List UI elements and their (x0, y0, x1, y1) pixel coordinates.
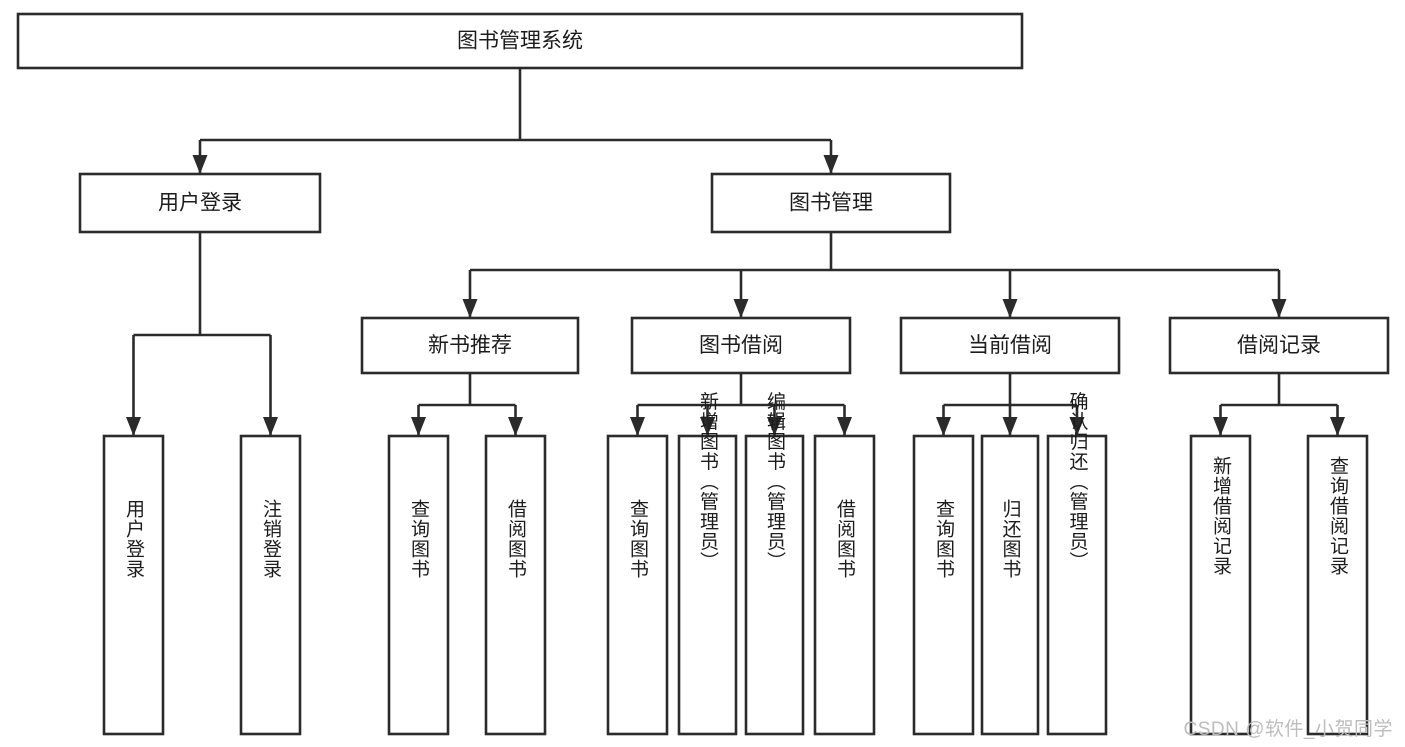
node-leaf-borrow-book-1[interactable]: 借阅图书 (484, 434, 547, 736)
node-label-leaf-confirm-return: 确认归还（管理员） (1067, 391, 1089, 571)
arrow-head-icon (823, 155, 839, 174)
arrow-head-icon (1213, 417, 1228, 436)
node-book-borrow[interactable]: 图书借阅 (630, 316, 852, 375)
arrow-head-icon (1069, 417, 1085, 436)
arrow-head-icon (508, 417, 523, 436)
node-label-user-login: 用户登录 (158, 192, 242, 215)
node-current-borrow[interactable]: 当前借阅 (899, 316, 1121, 375)
arrow-head-icon (263, 417, 278, 436)
node-box-leaf-return-book[interactable] (980, 434, 1040, 736)
node-leaf-user-logout[interactable]: 注销登录 (239, 434, 302, 736)
arrow-head-icon (1002, 299, 1018, 318)
arrow-head-icon (1002, 417, 1018, 436)
node-box-leaf-user-login[interactable] (102, 434, 165, 736)
node-box-book-borrow[interactable] (630, 316, 852, 375)
node-leaf-add-record[interactable]: 新增借阅记录 (1189, 434, 1252, 736)
node-box-root[interactable] (16, 12, 1024, 70)
node-leaf-query-book-2[interactable]: 查询图书 (606, 434, 669, 736)
node-label-new-book-recommend: 新书推荐 (428, 334, 512, 357)
node-box-leaf-user-logout[interactable] (239, 434, 302, 736)
arrow-head-icon (837, 417, 852, 436)
node-label-leaf-borrow-book-2: 借阅图书 (834, 499, 856, 579)
node-box-leaf-query-record[interactable] (1306, 434, 1369, 736)
node-label-leaf-query-book-2: 查询图书 (627, 499, 649, 579)
arrow-head-icon (700, 417, 715, 436)
arrow-head-icon (1271, 299, 1287, 318)
node-leaf-return-book[interactable]: 归还图书 (980, 434, 1040, 736)
node-label-leaf-user-logout: 注销登录 (260, 499, 282, 579)
node-label-root: 图书管理系统 (457, 30, 583, 53)
arrow-head-icon (767, 417, 782, 436)
node-label-leaf-user-login: 用户登录 (123, 499, 145, 579)
arrow-head-icon (1330, 417, 1345, 436)
node-leaf-borrow-book-2[interactable]: 借阅图书 (813, 434, 876, 736)
node-box-leaf-borrow-book-2[interactable] (813, 434, 876, 736)
node-label-leaf-borrow-book-1: 借阅图书 (505, 499, 527, 579)
arrow-head-icon (411, 417, 426, 436)
node-leaf-user-login[interactable]: 用户登录 (102, 434, 165, 736)
arrow-head-icon (126, 417, 141, 436)
node-box-leaf-query-book-2[interactable] (606, 434, 669, 736)
nodes-layer: 图书管理系统用户登录图书管理新书推荐图书借阅当前借阅借阅记录用户登录注销登录查询… (16, 12, 1390, 736)
node-leaf-query-book-1[interactable]: 查询图书 (387, 434, 450, 736)
node-box-user-login[interactable] (78, 172, 322, 234)
node-label-leaf-add-record: 新增借阅记录 (1210, 456, 1232, 576)
edges-layer (126, 68, 1345, 436)
node-box-leaf-borrow-book-1[interactable] (484, 434, 547, 736)
arrow-head-icon (936, 417, 951, 436)
node-box-borrow-record[interactable] (1168, 316, 1390, 375)
node-label-leaf-query-record: 查询借阅记录 (1327, 456, 1349, 576)
node-book-manage[interactable]: 图书管理 (710, 172, 952, 234)
node-box-book-manage[interactable] (710, 172, 952, 234)
arrow-head-icon (192, 155, 208, 174)
node-box-new-book-recommend[interactable] (360, 316, 580, 375)
node-box-leaf-add-book[interactable] (677, 434, 738, 736)
node-box-current-borrow[interactable] (899, 316, 1121, 375)
node-leaf-query-record[interactable]: 查询借阅记录 (1306, 434, 1369, 736)
node-box-leaf-add-record[interactable] (1189, 434, 1252, 736)
node-label-current-borrow: 当前借阅 (968, 334, 1052, 357)
node-label-borrow-record: 借阅记录 (1237, 334, 1321, 357)
node-box-leaf-edit-book[interactable] (744, 434, 805, 736)
node-label-leaf-query-book-3: 查询图书 (933, 499, 955, 579)
node-new-book-recommend[interactable]: 新书推荐 (360, 316, 580, 375)
node-label-leaf-return-book: 归还图书 (1000, 499, 1022, 579)
arrow-head-icon (462, 299, 478, 318)
node-box-leaf-confirm-return[interactable] (1046, 434, 1108, 736)
node-label-leaf-add-book: 新增图书（管理员） (697, 391, 719, 571)
node-label-book-manage: 图书管理 (789, 192, 873, 215)
node-label-leaf-edit-book: 编辑图书（管理员） (764, 391, 786, 571)
node-label-leaf-query-book-1: 查询图书 (408, 499, 430, 579)
arrow-head-icon (630, 417, 645, 436)
node-root[interactable]: 图书管理系统 (16, 12, 1024, 70)
node-leaf-edit-book[interactable]: 编辑图书（管理员） (744, 391, 805, 736)
node-leaf-confirm-return[interactable]: 确认归还（管理员） (1046, 391, 1108, 736)
node-box-leaf-query-book-1[interactable] (387, 434, 450, 736)
node-leaf-query-book-3[interactable]: 查询图书 (912, 434, 975, 736)
node-leaf-add-book[interactable]: 新增图书（管理员） (677, 391, 738, 736)
node-label-book-borrow: 图书借阅 (699, 334, 783, 357)
arrow-head-icon (733, 299, 749, 318)
node-user-login[interactable]: 用户登录 (78, 172, 322, 234)
node-borrow-record[interactable]: 借阅记录 (1168, 316, 1390, 375)
node-box-leaf-query-book-3[interactable] (912, 434, 975, 736)
